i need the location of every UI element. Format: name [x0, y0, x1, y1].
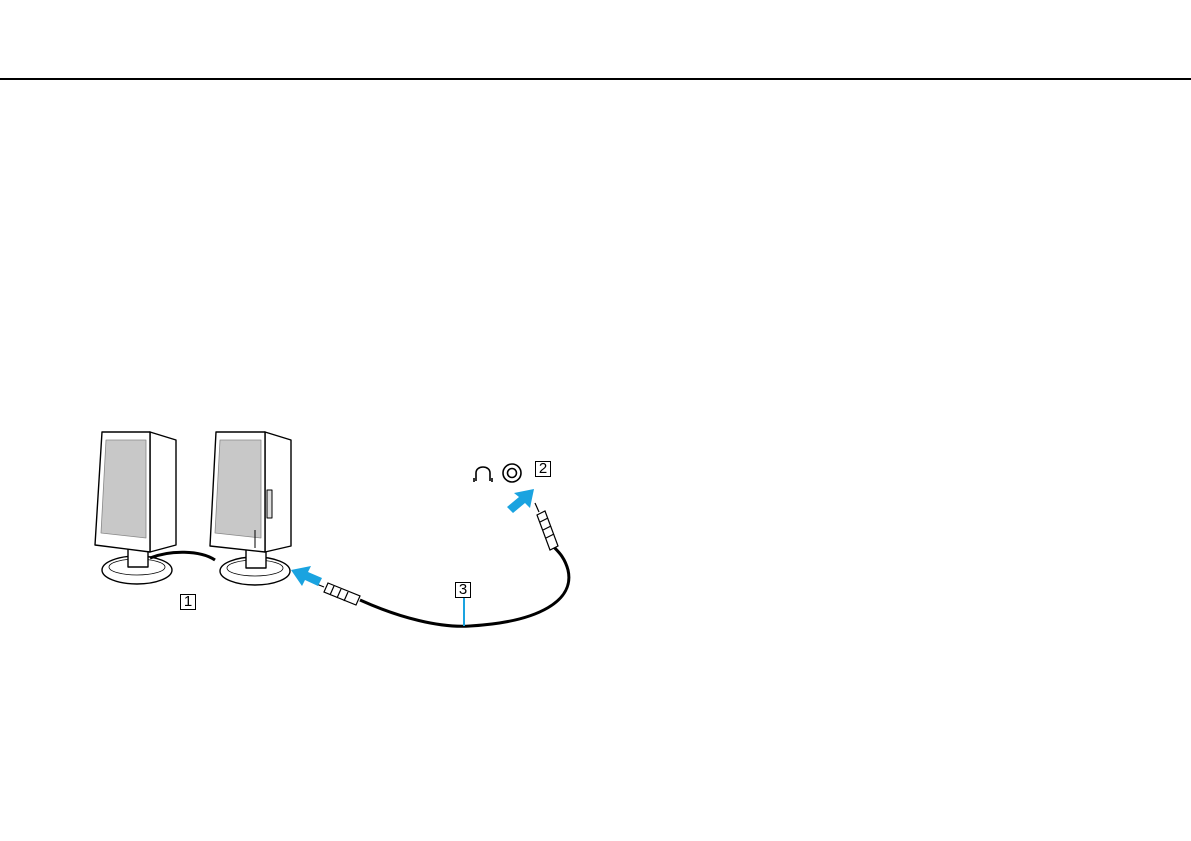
left-speaker: [95, 432, 176, 584]
callout-headphone-jack: 2: [535, 461, 551, 477]
right-speaker-grille: [215, 440, 261, 538]
volume-control: [267, 490, 272, 518]
callout-speakers: 1: [180, 594, 196, 610]
callout-speaker-cable: 3: [455, 582, 471, 598]
left-speaker-side: [150, 432, 176, 552]
speaker-side-plug: [314, 583, 360, 605]
audio-jack-icon: [503, 464, 521, 482]
arrow-to-speaker: [291, 566, 322, 586]
arrow-to-jack: [507, 489, 534, 513]
headphones-icon: [474, 467, 492, 482]
computer-side-plug: [535, 503, 558, 550]
right-speaker: [210, 432, 291, 585]
left-speaker-grille: [101, 440, 146, 538]
